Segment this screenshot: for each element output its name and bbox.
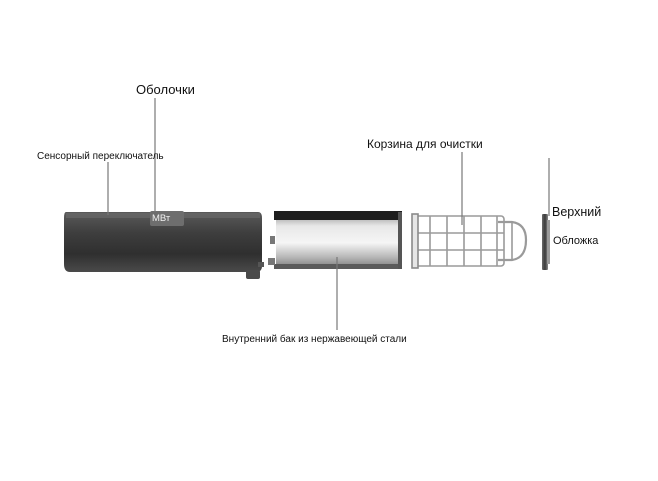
basket-label: Корзина для очистки	[367, 137, 483, 151]
leader-lines	[107, 98, 550, 330]
power-label: МВт	[152, 213, 171, 224]
power-button	[150, 211, 184, 226]
cleaning-basket	[411, 213, 528, 269]
inner-tank	[268, 211, 402, 269]
shell-label: Оболочки	[136, 82, 195, 97]
touch-switch-label: Сенсорный переключатель	[37, 151, 164, 162]
inner-tank-label: Внутренний бак из нержавеющей стали	[222, 334, 407, 345]
cover-label: Обложка	[553, 235, 599, 247]
top-cover	[542, 214, 550, 270]
top-label: Верхний	[552, 205, 602, 219]
